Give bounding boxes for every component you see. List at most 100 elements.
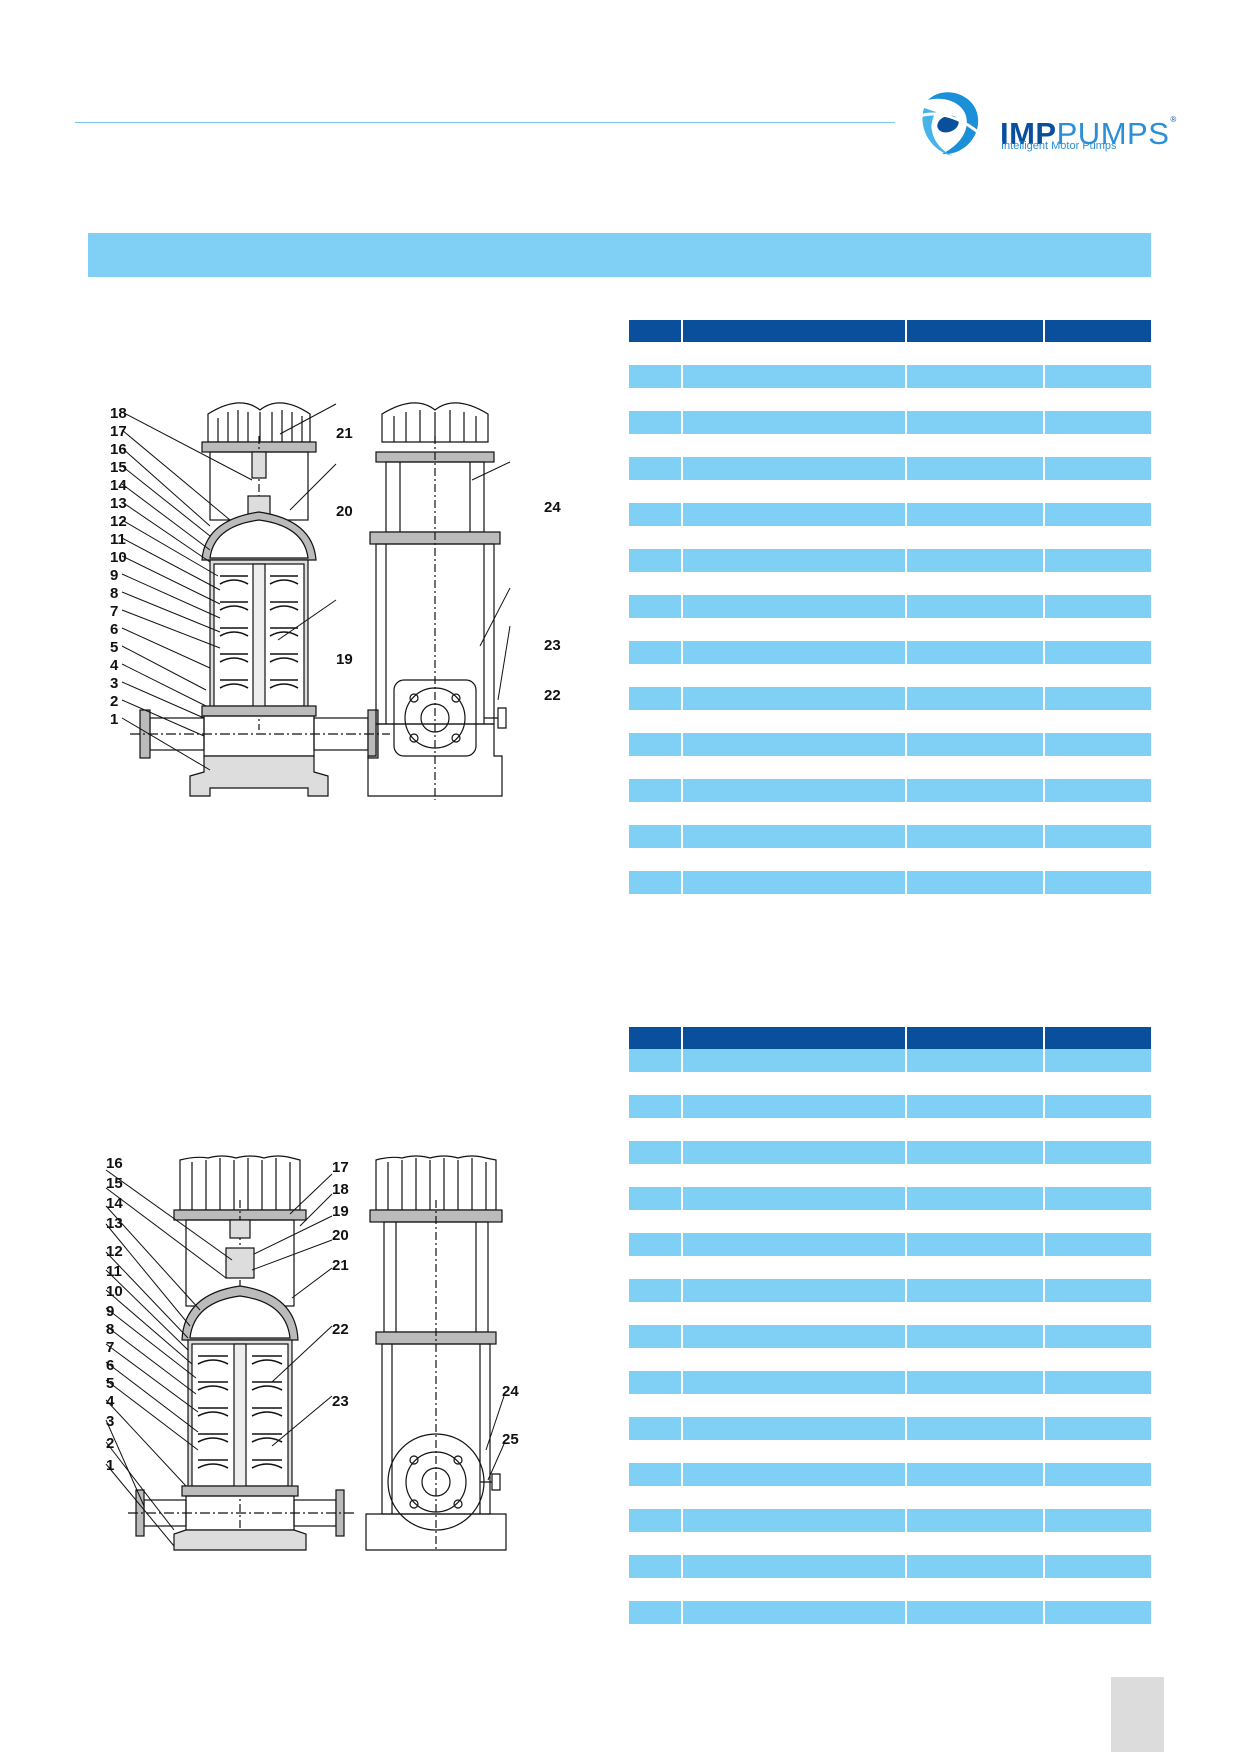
part-label: 13 [110, 495, 127, 512]
part-label: 21 [336, 425, 353, 442]
table-row [629, 549, 1151, 572]
part-label: 16 [110, 441, 127, 458]
table-row [629, 1233, 1151, 1256]
table-row [629, 1187, 1151, 1210]
part-label: 5 [106, 1375, 114, 1392]
brand-logo: IMPPUMPS® Intelligent Motor Pumps [918, 88, 1176, 160]
logo-name-light: PUMPS [1056, 116, 1170, 151]
table-row [629, 1348, 1151, 1371]
parts-table-bottom [629, 1027, 1151, 1624]
part-label: 2 [110, 693, 118, 710]
table-header-row [629, 320, 1151, 342]
part-label: 23 [332, 1393, 349, 1410]
part-label: 23 [544, 637, 561, 654]
logo-swirl-icon [919, 92, 981, 156]
table-row [629, 1463, 1151, 1486]
section-header-bar [88, 233, 1151, 277]
header-cell [683, 320, 907, 342]
pump-drawing-bottom: 16 15 14 13 12 11 10 9 8 7 6 5 4 3 2 1 1… [104, 1150, 564, 1560]
part-label: 20 [332, 1227, 349, 1244]
part-label: 11 [110, 531, 126, 548]
table-row [629, 480, 1151, 503]
part-label: 17 [332, 1159, 349, 1176]
table-row [629, 802, 1151, 825]
table-row [629, 1256, 1151, 1279]
part-label: 18 [332, 1181, 349, 1198]
page-number-tab [1111, 1677, 1164, 1752]
part-label: 10 [106, 1283, 123, 1300]
header-cell [907, 320, 1045, 342]
table-row [629, 1371, 1151, 1394]
part-label: 22 [544, 687, 561, 704]
table-row [629, 572, 1151, 595]
table-row [629, 1532, 1151, 1555]
part-label: 9 [110, 567, 118, 584]
table-row [629, 1555, 1151, 1578]
table-row [629, 1417, 1151, 1440]
part-label: 24 [502, 1383, 519, 1400]
part-label: 25 [502, 1431, 519, 1448]
part-label: 22 [332, 1321, 349, 1338]
header-cell [1045, 1027, 1151, 1049]
table-header-row [629, 1027, 1151, 1049]
part-label: 6 [110, 621, 118, 638]
table-row [629, 434, 1151, 457]
table-row [629, 664, 1151, 687]
part-label: 13 [106, 1215, 123, 1232]
header-cell [629, 1027, 683, 1049]
table-row [629, 365, 1151, 388]
part-label: 15 [110, 459, 127, 476]
table-row [629, 457, 1151, 480]
table-row [629, 1394, 1151, 1417]
header-cell [907, 1027, 1045, 1049]
table-row [629, 687, 1151, 710]
table-row [629, 1486, 1151, 1509]
part-label: 6 [106, 1357, 114, 1374]
part-label: 21 [332, 1257, 349, 1274]
part-label: 12 [110, 513, 127, 530]
part-label: 5 [110, 639, 118, 656]
part-label: 11 [106, 1263, 122, 1280]
part-label: 1 [110, 711, 118, 728]
table-row [629, 1279, 1151, 1302]
table-row [629, 1601, 1151, 1624]
table-row [629, 1440, 1151, 1463]
table-row [629, 526, 1151, 549]
table-row [629, 779, 1151, 802]
part-label: 8 [106, 1321, 114, 1338]
table-row [629, 641, 1151, 664]
table-row [629, 756, 1151, 779]
part-label: 7 [106, 1339, 114, 1356]
table-row [629, 1509, 1151, 1532]
table-row [629, 871, 1151, 894]
part-label: 12 [106, 1243, 123, 1260]
header-cell [1045, 320, 1151, 342]
header-cell [683, 1027, 907, 1049]
part-label: 4 [106, 1393, 115, 1410]
table-row [629, 1141, 1151, 1164]
table-row [629, 1325, 1151, 1348]
logo-tagline: Intelligent Motor Pumps [1001, 140, 1117, 152]
table-row [629, 411, 1151, 434]
table-row [629, 1049, 1151, 1072]
table-row [629, 848, 1151, 871]
table-row [629, 1302, 1151, 1325]
part-label: 4 [110, 657, 119, 674]
table-row [629, 1072, 1151, 1095]
header-cell [629, 320, 683, 342]
parts-table-top [629, 320, 1151, 894]
table-row [629, 1578, 1151, 1601]
table-row [629, 618, 1151, 641]
part-label: 14 [110, 477, 127, 494]
part-label: 16 [106, 1155, 123, 1172]
table-row [629, 1164, 1151, 1187]
part-label: 20 [336, 503, 353, 520]
part-label: 3 [110, 675, 118, 692]
part-label: 14 [106, 1195, 123, 1212]
part-label: 24 [544, 499, 561, 516]
table-row [629, 733, 1151, 756]
part-label: 2 [106, 1435, 114, 1452]
table-row [629, 1095, 1151, 1118]
table-row [629, 1118, 1151, 1141]
part-label: 8 [110, 585, 118, 602]
